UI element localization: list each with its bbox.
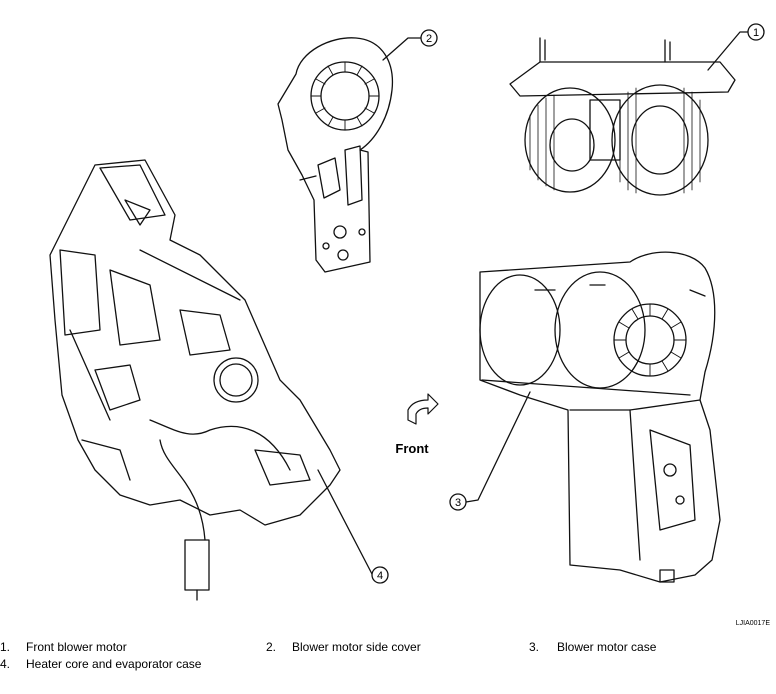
legend-item-3: 3. Blower motor case (529, 640, 656, 654)
legend-text: Front blower motor (26, 640, 127, 654)
legend-number: 3. (529, 640, 540, 654)
legend-text: Heater core and evaporator case (26, 657, 202, 671)
figure-code: LJIA0017E (736, 620, 771, 627)
callout-3-label: 3 (455, 497, 461, 509)
legend-text: Blower motor case (557, 640, 657, 654)
legend-number: 2. (266, 640, 277, 654)
callout-1: 1 (707, 23, 765, 71)
callout-2: 2 (382, 29, 438, 61)
legend-item-4: 4. Heater core and evaporator case (0, 657, 201, 671)
legend-text: Blower motor side cover (292, 640, 421, 654)
callout-3: 3 (449, 391, 531, 511)
blower-motor-case-drawing (479, 251, 721, 583)
blower-motor-side-cover-drawing (277, 37, 394, 273)
legend-item-2: 2. Blower motor side cover (266, 640, 421, 654)
legend-number: 4. (0, 657, 11, 671)
callout-2-label: 2 (426, 33, 432, 45)
heater-core-evaporator-case-drawing (49, 159, 341, 601)
front-arrow-icon (407, 393, 439, 425)
front-label: Front (395, 441, 429, 456)
legend-number: 1. (0, 640, 11, 654)
legend-item-1: 1. Front blower motor (0, 640, 127, 654)
front-blower-motor-drawing (509, 37, 736, 196)
callout-4: 4 (317, 469, 389, 584)
callout-1-label: 1 (753, 27, 759, 39)
callout-4-label: 4 (377, 570, 383, 582)
